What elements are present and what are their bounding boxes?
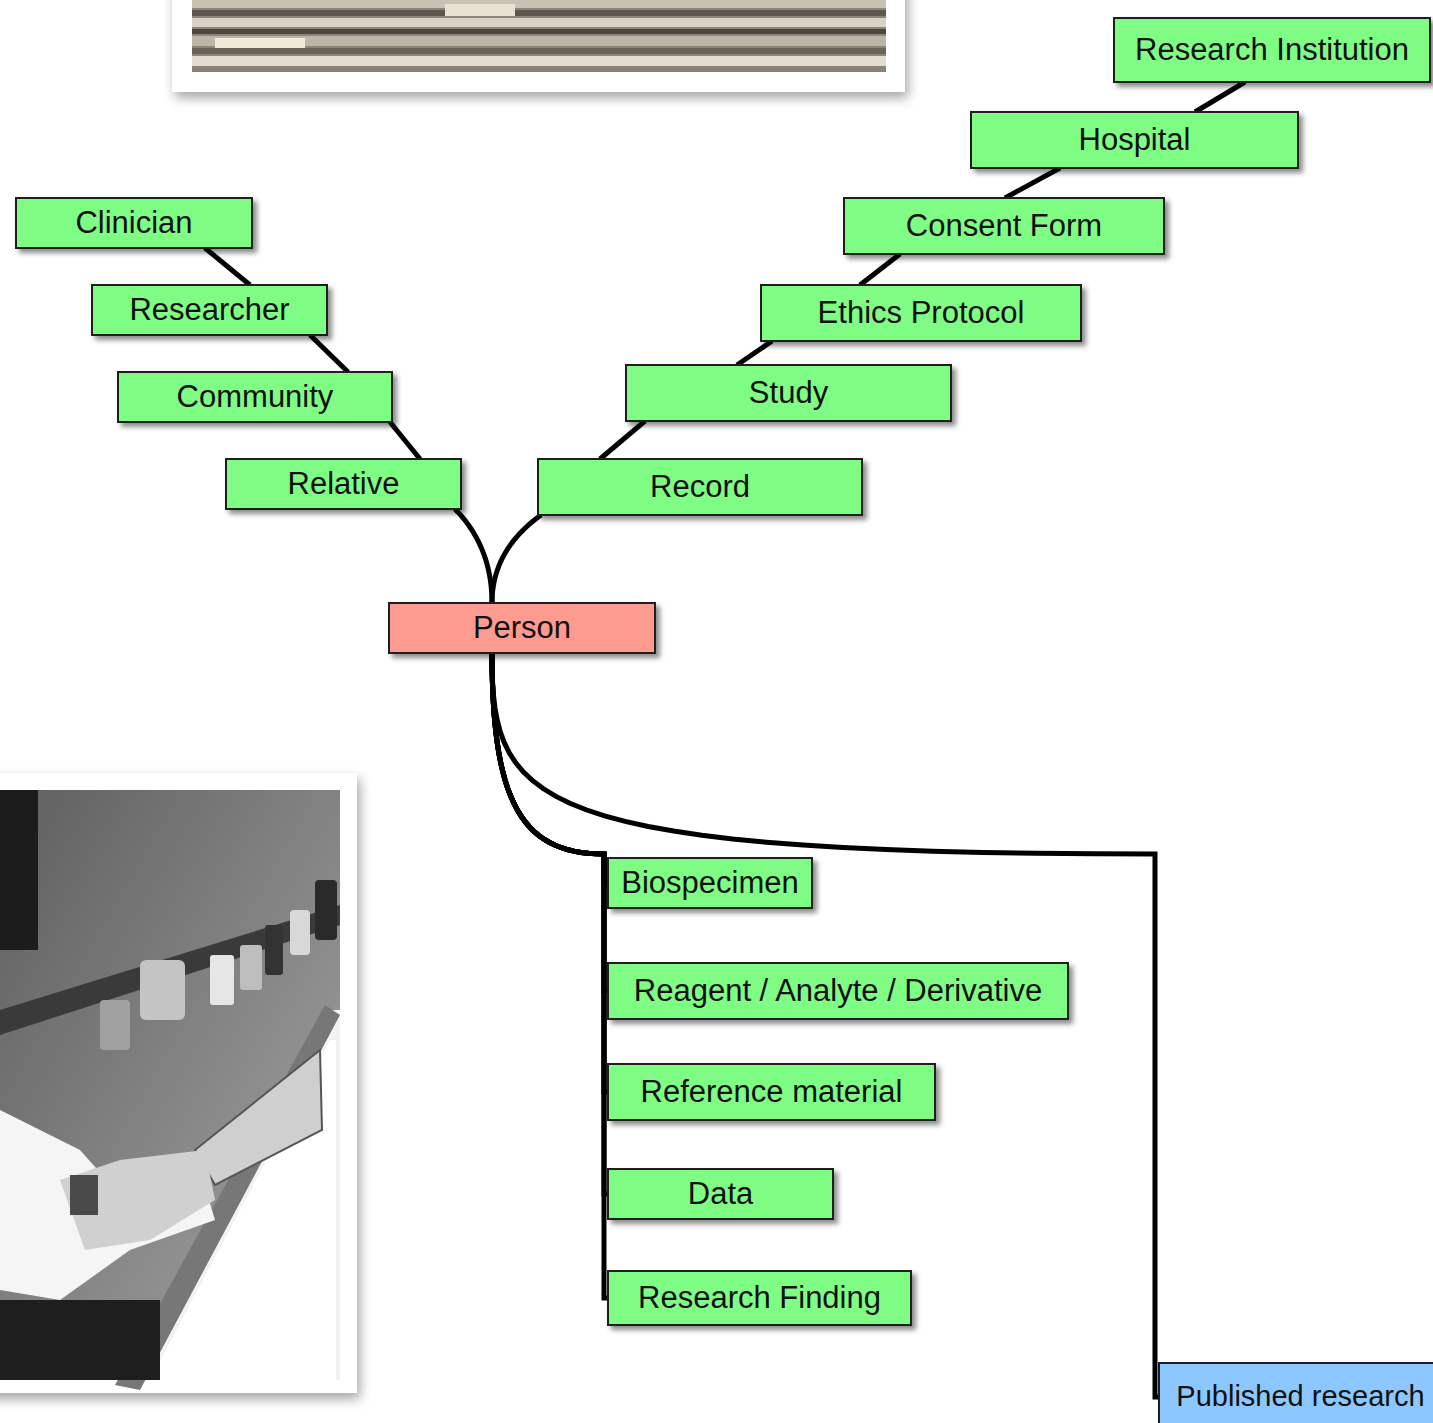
node-label: Record	[650, 470, 750, 504]
material-box: Research Finding	[607, 1270, 912, 1326]
node-label: Consent Form	[906, 209, 1102, 243]
material-box: Data	[607, 1168, 834, 1220]
connector-line	[1195, 82, 1245, 112]
connector-line	[205, 248, 250, 285]
photo-frame	[172, 0, 905, 92]
context-box: Record	[537, 458, 863, 516]
node-label: Clinician	[75, 206, 192, 240]
connector-line	[492, 653, 608, 883]
files-photo	[172, 0, 905, 92]
node-label: Reagent / Analyte / Derivative	[634, 974, 1042, 1008]
context-box: Hospital	[970, 111, 1299, 169]
node-label: Research Finding	[638, 1281, 881, 1315]
connector-line	[492, 515, 541, 603]
node-label: Published research	[1176, 1381, 1424, 1413]
material-box: Reference material	[607, 1063, 936, 1121]
photo-frame	[0, 773, 357, 1393]
context-box: Research Institution	[1113, 17, 1431, 83]
connector-line	[1005, 168, 1060, 198]
material-box: Biospecimen	[607, 857, 813, 909]
role-box: Relative	[225, 458, 462, 510]
role-box: Researcher	[91, 284, 328, 336]
role-box: Community	[117, 371, 393, 423]
connector-line	[600, 421, 645, 459]
connector-line	[492, 653, 608, 1092]
node-label: Reference material	[641, 1075, 903, 1109]
connector-line	[390, 422, 420, 459]
context-box: Ethics Protocol	[760, 284, 1082, 342]
material-box: Reagent / Analyte / Derivative	[607, 962, 1069, 1020]
connector-line	[737, 341, 772, 365]
connector-line	[492, 653, 608, 1194]
node-label: Person	[473, 611, 571, 645]
connector-line	[492, 653, 608, 991]
node-label: Data	[688, 1177, 753, 1211]
node-label: Research Institution	[1135, 33, 1409, 67]
node-label: Relative	[288, 467, 400, 501]
connector-line	[310, 335, 348, 372]
connector-line	[492, 653, 1159, 1397]
node-label: Study	[749, 376, 828, 410]
node-label: Researcher	[129, 293, 289, 327]
output-box: Published research	[1158, 1362, 1433, 1423]
person-box: Person	[388, 602, 656, 654]
context-box: Study	[625, 364, 952, 422]
node-label: Community	[177, 380, 334, 414]
context-box: Consent Form	[843, 197, 1165, 255]
connector-line	[860, 254, 900, 285]
lab-photo	[0, 773, 357, 1393]
photo-ground	[192, 0, 886, 72]
role-box: Clinician	[15, 197, 253, 249]
node-label: Biospecimen	[621, 866, 798, 900]
node-label: Hospital	[1079, 123, 1191, 157]
node-label: Ethics Protocol	[818, 296, 1025, 330]
connector-line	[455, 509, 492, 603]
